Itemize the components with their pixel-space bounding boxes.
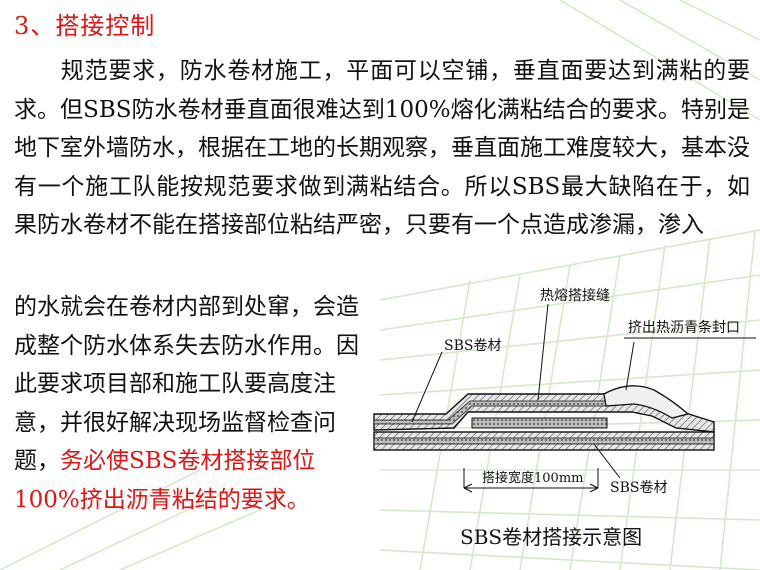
sbs-lap-diagram: 热熔搭接缝 挤出热沥青条封口 SBS卷材 SBS卷材 搭接宽度100mm SBS… [373, 287, 756, 549]
label-asphalt-seal: 挤出热沥青条封口 [628, 319, 740, 336]
side-paragraph: 的水就会在卷材内部到处窜，会造成整个防水体系失去防水作用。因此要求项目部和施工队… [14, 288, 374, 520]
label-lap-width: 搭接宽度100mm [482, 470, 583, 486]
lower-membrane [373, 431, 715, 451]
body-paragraph-text: 规范要求，防水卷材施工，平面可以空铺，垂直面要达到满粘的要求。但SBS防水卷材垂… [14, 58, 750, 239]
body-paragraph: 规范要求，防水卷材施工，平面可以空铺，垂直面要达到满粘的要求。但SBS防水卷材垂… [14, 52, 750, 245]
side-text-highlight: 务必使SBS卷材搭接部位100%挤出沥青粘结的要求。 [14, 448, 316, 513]
lapped-membrane-end [471, 417, 608, 429]
diagram-caption: SBS卷材搭接示意图 [460, 525, 642, 549]
label-sbs-membrane-top: SBS卷材 [444, 338, 501, 354]
asphalt-seal-bead [603, 385, 690, 419]
side-text-normal: 的水就会在卷材内部到处窜，会造成整个防水体系失去防水作用。因此要求项目部和施工队… [14, 294, 359, 475]
label-weld-seam: 热熔搭接缝 [540, 287, 610, 304]
section-title: 3、搭接控制 [14, 12, 156, 40]
label-sbs-membrane-bottom: SBS卷材 [610, 480, 667, 496]
